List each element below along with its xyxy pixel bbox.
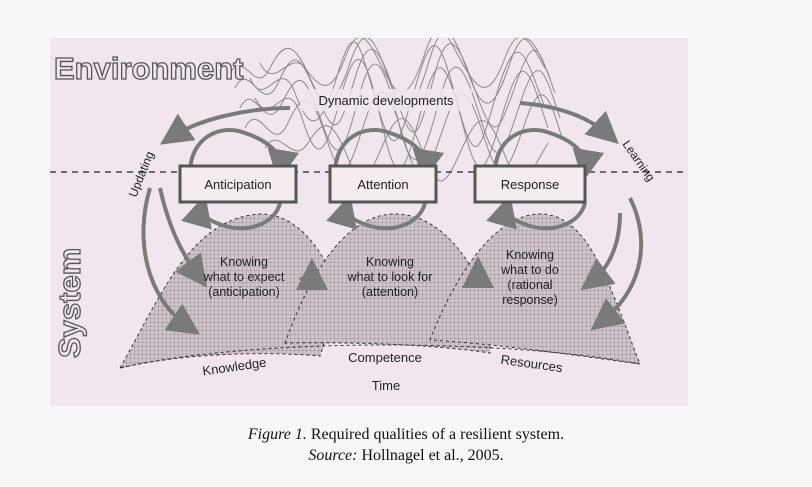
- region-3-line-4: response): [502, 293, 558, 307]
- region-3-line-3: (rational: [507, 278, 552, 292]
- knowledge-label: Knowledge: [201, 355, 267, 379]
- environment-label: Environment: [54, 51, 243, 86]
- region-labels: Knowing what to expect (anticipation) Kn…: [203, 248, 559, 307]
- region-2-line-2: what to look for: [347, 270, 433, 284]
- competence-label: Competence: [348, 350, 422, 365]
- dynamic-developments-label: Dynamic developments: [318, 93, 454, 108]
- resources-label: Resources: [500, 352, 564, 376]
- updating-label: Updating: [126, 149, 157, 199]
- region-2-line-1: Knowing: [366, 255, 414, 269]
- box-anticipation-label: Anticipation: [204, 177, 271, 192]
- resilience-diagram: Anticipation Attention Response Knowing …: [50, 38, 688, 406]
- learning-label: Learning: [620, 138, 658, 184]
- box-attention-label: Attention: [357, 177, 408, 192]
- quality-boxes: Anticipation Attention Response: [178, 164, 587, 204]
- source-text: Hollnagel et al., 2005.: [361, 447, 504, 464]
- region-3-line-2: what to do: [500, 263, 559, 277]
- feedback-loop-arrows: [181, 127, 605, 231]
- system-label: System: [52, 248, 87, 358]
- figure-number: Figure 1.: [247, 426, 307, 443]
- box-anticipation: [178, 164, 298, 204]
- dynamic-label-backdrop: [300, 89, 472, 111]
- updating-learning-arrows: [141, 101, 644, 335]
- region-1-line-1: Knowing: [220, 255, 268, 269]
- diagram-canvas: Anticipation Attention Response Knowing …: [50, 38, 688, 393]
- region-1-line-3: (anticipation): [208, 285, 280, 299]
- box-response: [473, 164, 587, 204]
- region-attention-area: [284, 213, 491, 354]
- region-3-line-1: Knowing: [506, 248, 554, 262]
- time-label: Time: [372, 378, 400, 393]
- box-response-label: Response: [501, 177, 560, 192]
- figure-caption: Figure 1. Required qualities of a resili…: [0, 424, 812, 466]
- knowledge-regions: [118, 213, 641, 369]
- source-label: Source:: [308, 447, 358, 464]
- caption-line-1: Figure 1. Required qualities of a resili…: [0, 424, 812, 445]
- box-attention: [328, 164, 438, 204]
- caption-line-2: Source: Hollnagel et al., 2005.: [0, 445, 812, 466]
- region-1-line-2: what to expect: [203, 270, 285, 284]
- regions-baseline: [119, 344, 641, 369]
- region-2-line-3: (attention): [362, 285, 418, 299]
- figure-title: Required qualities of a resilient system…: [310, 426, 565, 443]
